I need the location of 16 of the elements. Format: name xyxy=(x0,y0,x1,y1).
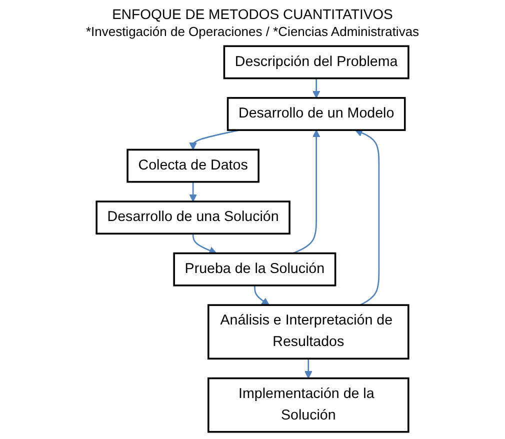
node-box: Prueba de la Solución xyxy=(173,252,336,286)
arrow xyxy=(192,234,217,254)
diagram-title: ENFOQUE DE METODOS CUANTITATIVOS xyxy=(111,6,394,22)
arrow xyxy=(189,182,197,202)
node-box: Desarrollo de una Solución xyxy=(96,200,290,235)
arrow xyxy=(304,358,312,379)
node-box: Descripción del Problema xyxy=(223,45,410,80)
arrow xyxy=(354,129,380,306)
subtitle-note: *Investigación de Operaciones / *Ciencias Administrativas xyxy=(86,24,420,39)
arrow xyxy=(254,285,270,306)
node-box: Análisis e Interpretación de Resultados xyxy=(208,304,410,360)
arrow xyxy=(292,130,320,254)
arrow xyxy=(312,78,320,98)
node-box: Colecta de Datos xyxy=(126,148,260,183)
node-box: Desarrollo de un Modelo xyxy=(226,97,406,131)
node-box: Implementación de la Solución xyxy=(208,377,410,433)
